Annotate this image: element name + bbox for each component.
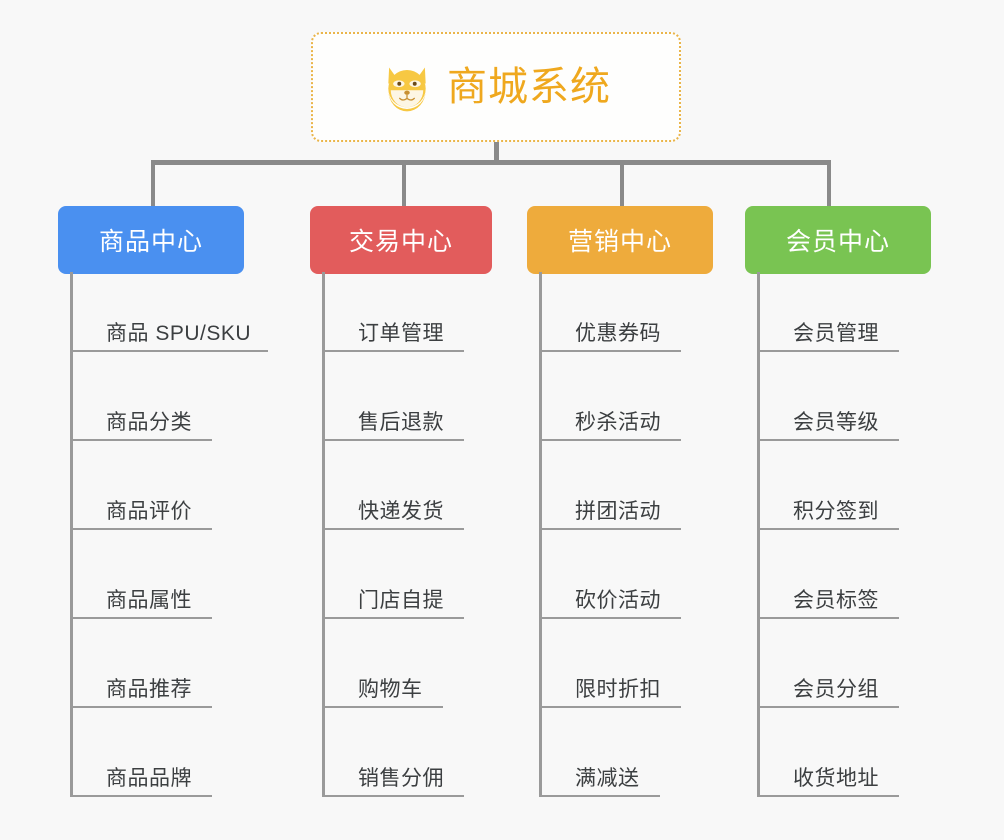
leaf-item-label: 购物车 [358, 678, 423, 701]
leaf-item-label: 满减送 [575, 767, 640, 790]
category-box-2[interactable]: 营销中心 [527, 206, 713, 274]
leaf-item-rule [539, 439, 681, 441]
leaf-item-label: 会员分组 [793, 678, 879, 701]
leaf-item-rule [757, 795, 899, 797]
leaf-item-label: 门店自提 [358, 589, 444, 612]
category-label: 会员中心 [785, 228, 890, 256]
leaf-item-rule [70, 350, 268, 352]
branch-spine [322, 272, 325, 797]
leaf-item-rule [539, 350, 681, 352]
connector-drop-4 [827, 160, 831, 206]
category-box-0[interactable]: 商品中心 [58, 206, 244, 274]
branch-spine [539, 272, 542, 797]
leaf-item-rule [70, 439, 212, 441]
root-title: 商城系统 [447, 65, 611, 109]
leaf-item-rule [757, 350, 899, 352]
leaf-item-label: 售后退款 [358, 411, 444, 434]
leaf-item-label: 会员标签 [793, 589, 879, 612]
leaf-item-rule [322, 795, 464, 797]
leaf-item-label: 秒杀活动 [575, 411, 661, 434]
connector-drop-3 [620, 160, 624, 206]
leaf-item-label: 积分签到 [793, 500, 879, 523]
leaf-item-label: 商品评价 [106, 500, 192, 523]
leaf-item-rule [757, 528, 899, 530]
leaf-item-rule [322, 439, 464, 441]
leaf-item-rule [757, 439, 899, 441]
leaf-item-rule [70, 617, 212, 619]
leaf-item-rule [322, 528, 464, 530]
connector-root-trunk [494, 142, 499, 163]
leaf-item-label: 收货地址 [793, 767, 879, 790]
leaf-item-rule [322, 617, 464, 619]
leaf-item-label: 快递发货 [358, 500, 444, 523]
leaf-item-label: 限时折扣 [575, 678, 661, 701]
category-label: 营销中心 [567, 228, 672, 256]
leaf-item-label: 商品品牌 [106, 767, 192, 790]
category-box-1[interactable]: 交易中心 [310, 206, 492, 274]
leaf-item-rule [322, 350, 464, 352]
category-box-3[interactable]: 会员中心 [745, 206, 931, 274]
leaf-item-rule [757, 617, 899, 619]
category-label: 交易中心 [348, 228, 453, 256]
leaf-item-label: 商品 SPU/SKU [106, 322, 252, 345]
root-node[interactable]: 商城系统 [311, 32, 681, 142]
category-label: 商品中心 [98, 228, 203, 256]
leaf-item-label: 拼团活动 [575, 500, 661, 523]
leaf-item-rule [539, 795, 660, 797]
leaf-item-rule [70, 528, 212, 530]
shiba-dog-face-icon [388, 67, 426, 112]
connector-drop-1 [151, 160, 155, 206]
branch-spine [757, 272, 760, 797]
leaf-item-rule [539, 528, 681, 530]
leaf-item-label: 会员管理 [793, 322, 879, 345]
leaf-item-label: 会员等级 [793, 411, 879, 434]
leaf-item-rule [70, 795, 212, 797]
leaf-item-label: 销售分佣 [358, 767, 444, 790]
leaf-item-rule [322, 706, 443, 708]
leaf-item-label: 优惠券码 [575, 322, 661, 345]
connector-horizontal-bar [151, 160, 830, 165]
branch-spine [70, 272, 73, 797]
leaf-item-label: 商品分类 [106, 411, 192, 434]
leaf-item-rule [539, 617, 681, 619]
leaf-item-rule [757, 706, 899, 708]
connector-drop-2 [402, 160, 406, 206]
leaf-item-label: 砍价活动 [575, 589, 661, 612]
leaf-item-label: 商品属性 [106, 589, 192, 612]
leaf-item-label: 订单管理 [358, 322, 444, 345]
leaf-item-rule [539, 706, 681, 708]
leaf-item-label: 商品推荐 [106, 678, 192, 701]
leaf-item-rule [70, 706, 212, 708]
